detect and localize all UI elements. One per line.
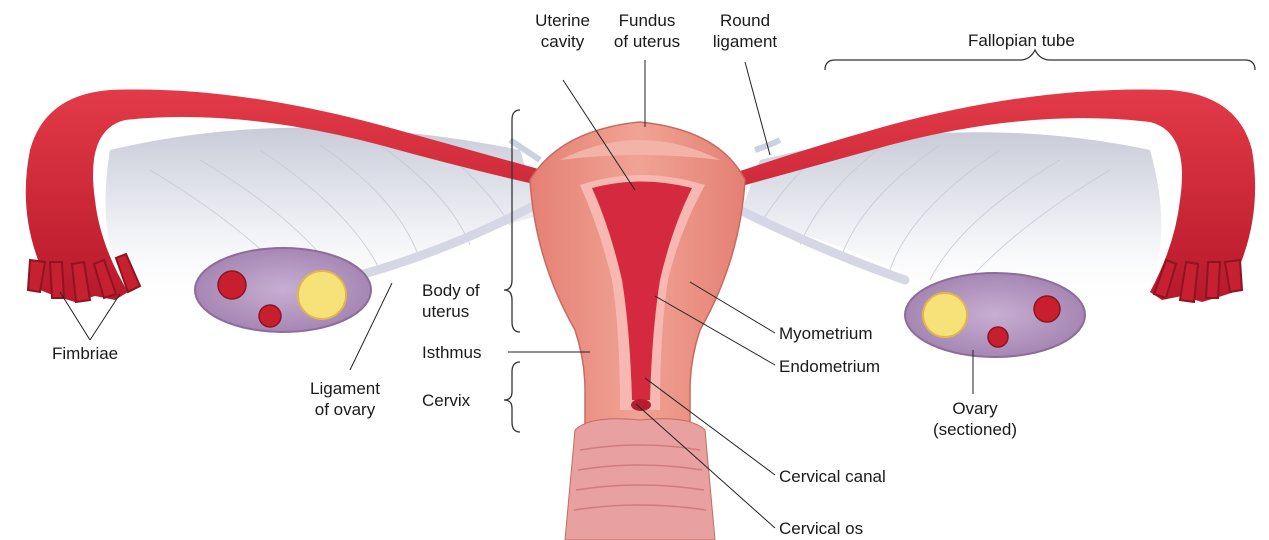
label-ligament-of-ovary: Ligament of ovary xyxy=(290,378,400,420)
corpus-luteum-left xyxy=(298,271,346,319)
bracket-cervix xyxy=(504,362,520,432)
label-ovary-sectioned: Ovary (sectioned) xyxy=(915,398,1035,440)
label-body-of-uterus: Body of uterus xyxy=(422,280,480,322)
label-isthmus: Isthmus xyxy=(422,342,482,363)
label-round-ligament: Round ligament xyxy=(690,10,800,52)
label-fallopian-tube: Fallopian tube xyxy=(968,30,1075,51)
leader-fimbriae-b xyxy=(90,294,120,340)
leader-round-ligament xyxy=(745,62,770,155)
label-cervix: Cervix xyxy=(422,390,470,411)
label-endometrium: Endometrium xyxy=(779,356,880,377)
follicle-right-1 xyxy=(1034,296,1060,322)
label-fimbriae: Fimbriae xyxy=(52,343,118,364)
label-myometrium: Myometrium xyxy=(779,323,873,344)
bracket-fallopian-tube xyxy=(825,50,1255,70)
label-cervical-canal: Cervical canal xyxy=(779,466,886,487)
cervical-os xyxy=(631,399,651,411)
label-fundus-of-uterus: Fundus of uterus xyxy=(597,10,697,52)
corpus-luteum-right xyxy=(923,293,967,337)
vagina xyxy=(565,419,715,540)
label-uterine-cavity: Uterine cavity xyxy=(515,10,610,52)
follicle-left-1 xyxy=(218,271,246,299)
follicle-right-2 xyxy=(988,327,1008,347)
label-cervical-os: Cervical os xyxy=(779,518,863,539)
follicle-left-2 xyxy=(259,305,281,327)
